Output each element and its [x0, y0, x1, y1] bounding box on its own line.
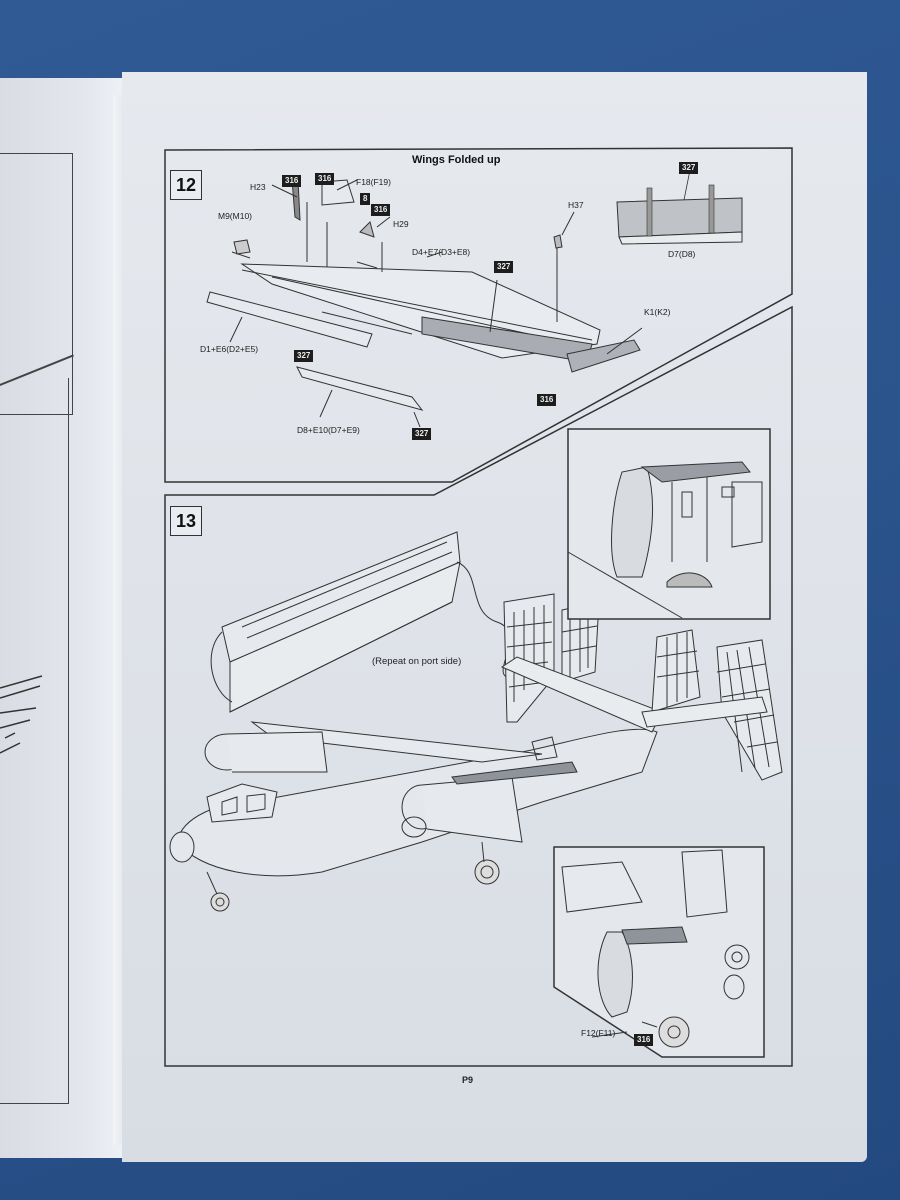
page-number: P9: [462, 1075, 474, 1085]
label-f18: F18(F19): [356, 177, 391, 187]
label-f12: F12(F11): [581, 1028, 616, 1038]
paint-badge: 316: [537, 394, 557, 406]
label-m9: M9(M10): [218, 211, 253, 221]
step12-frame: [164, 147, 793, 483]
label-d4: D4+E7(D3+E8): [412, 247, 471, 257]
left-page: [0, 78, 125, 1158]
paint-badge: 316: [282, 175, 302, 187]
step13-frame: [164, 305, 793, 1067]
label-d8: D8+E10(D7+E9): [297, 425, 360, 435]
folded-wing-drawing: [210, 531, 510, 713]
inset-detail-top: [567, 428, 771, 620]
step-13-number: 13: [170, 506, 202, 536]
paint-badge: 327: [412, 428, 432, 440]
label-d1: D1+E6(D2+E5): [200, 344, 259, 354]
repeat-note: (Repeat on port side): [372, 656, 462, 667]
label-k1: K1(K2): [644, 307, 671, 317]
inset-detail-bottom: [553, 846, 765, 1058]
left-page-frame-top: [0, 153, 73, 415]
label-d7: D7(D8): [668, 249, 696, 259]
step-12-number: 12: [170, 170, 202, 200]
left-page-sketch: [0, 675, 43, 754]
label-h29: H29: [393, 219, 409, 229]
paint-badge: 8: [360, 193, 371, 205]
instruction-artwork: [164, 147, 793, 1067]
paint-badge: 327: [679, 162, 699, 174]
step-12-title: Wings Folded up: [412, 154, 501, 166]
paint-badge: 316: [371, 204, 391, 216]
right-page: 12 Wings Folded up H23 M9(M10) F18(F19) …: [122, 72, 867, 1162]
part-d7-drawing: [616, 169, 743, 245]
label-h23: H23: [250, 182, 266, 192]
wing-assembly-drawing: [206, 179, 643, 428]
aircraft-fuselage-drawing: [169, 593, 783, 912]
paint-badge: 316: [315, 173, 335, 185]
paint-badge: 327: [494, 261, 514, 273]
paint-badge: 327: [294, 350, 314, 362]
label-h37: H37: [568, 200, 584, 210]
paint-badge: 316: [634, 1034, 654, 1046]
left-page-frame-bottom: [0, 378, 69, 1104]
